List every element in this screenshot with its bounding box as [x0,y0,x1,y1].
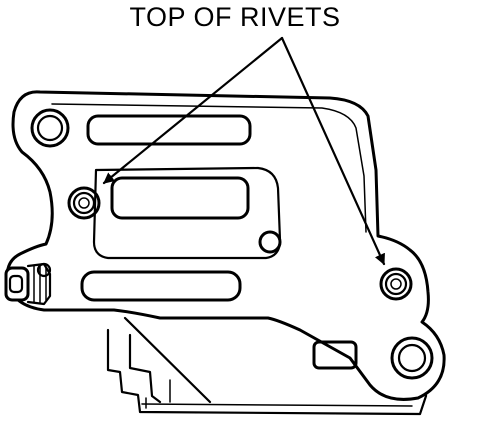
leader-arrows [102,36,386,266]
upper-left-mount-hole [30,108,70,148]
callout-label: TOP OF RIVETS [129,2,341,32]
bracket-plate [5,90,446,401]
shaft-stud [4,262,52,306]
upper-slot [86,114,252,146]
lower-slot [80,270,242,302]
rivet-left [67,186,101,220]
middle-slot [110,176,250,220]
lower-housing [106,316,428,416]
rivet-right [379,267,413,301]
small-hole [258,230,282,254]
inner-panel [92,166,282,260]
plate-inner-edge [51,103,367,233]
right-slot [312,340,358,370]
lower-right-mount-hole [390,336,434,380]
